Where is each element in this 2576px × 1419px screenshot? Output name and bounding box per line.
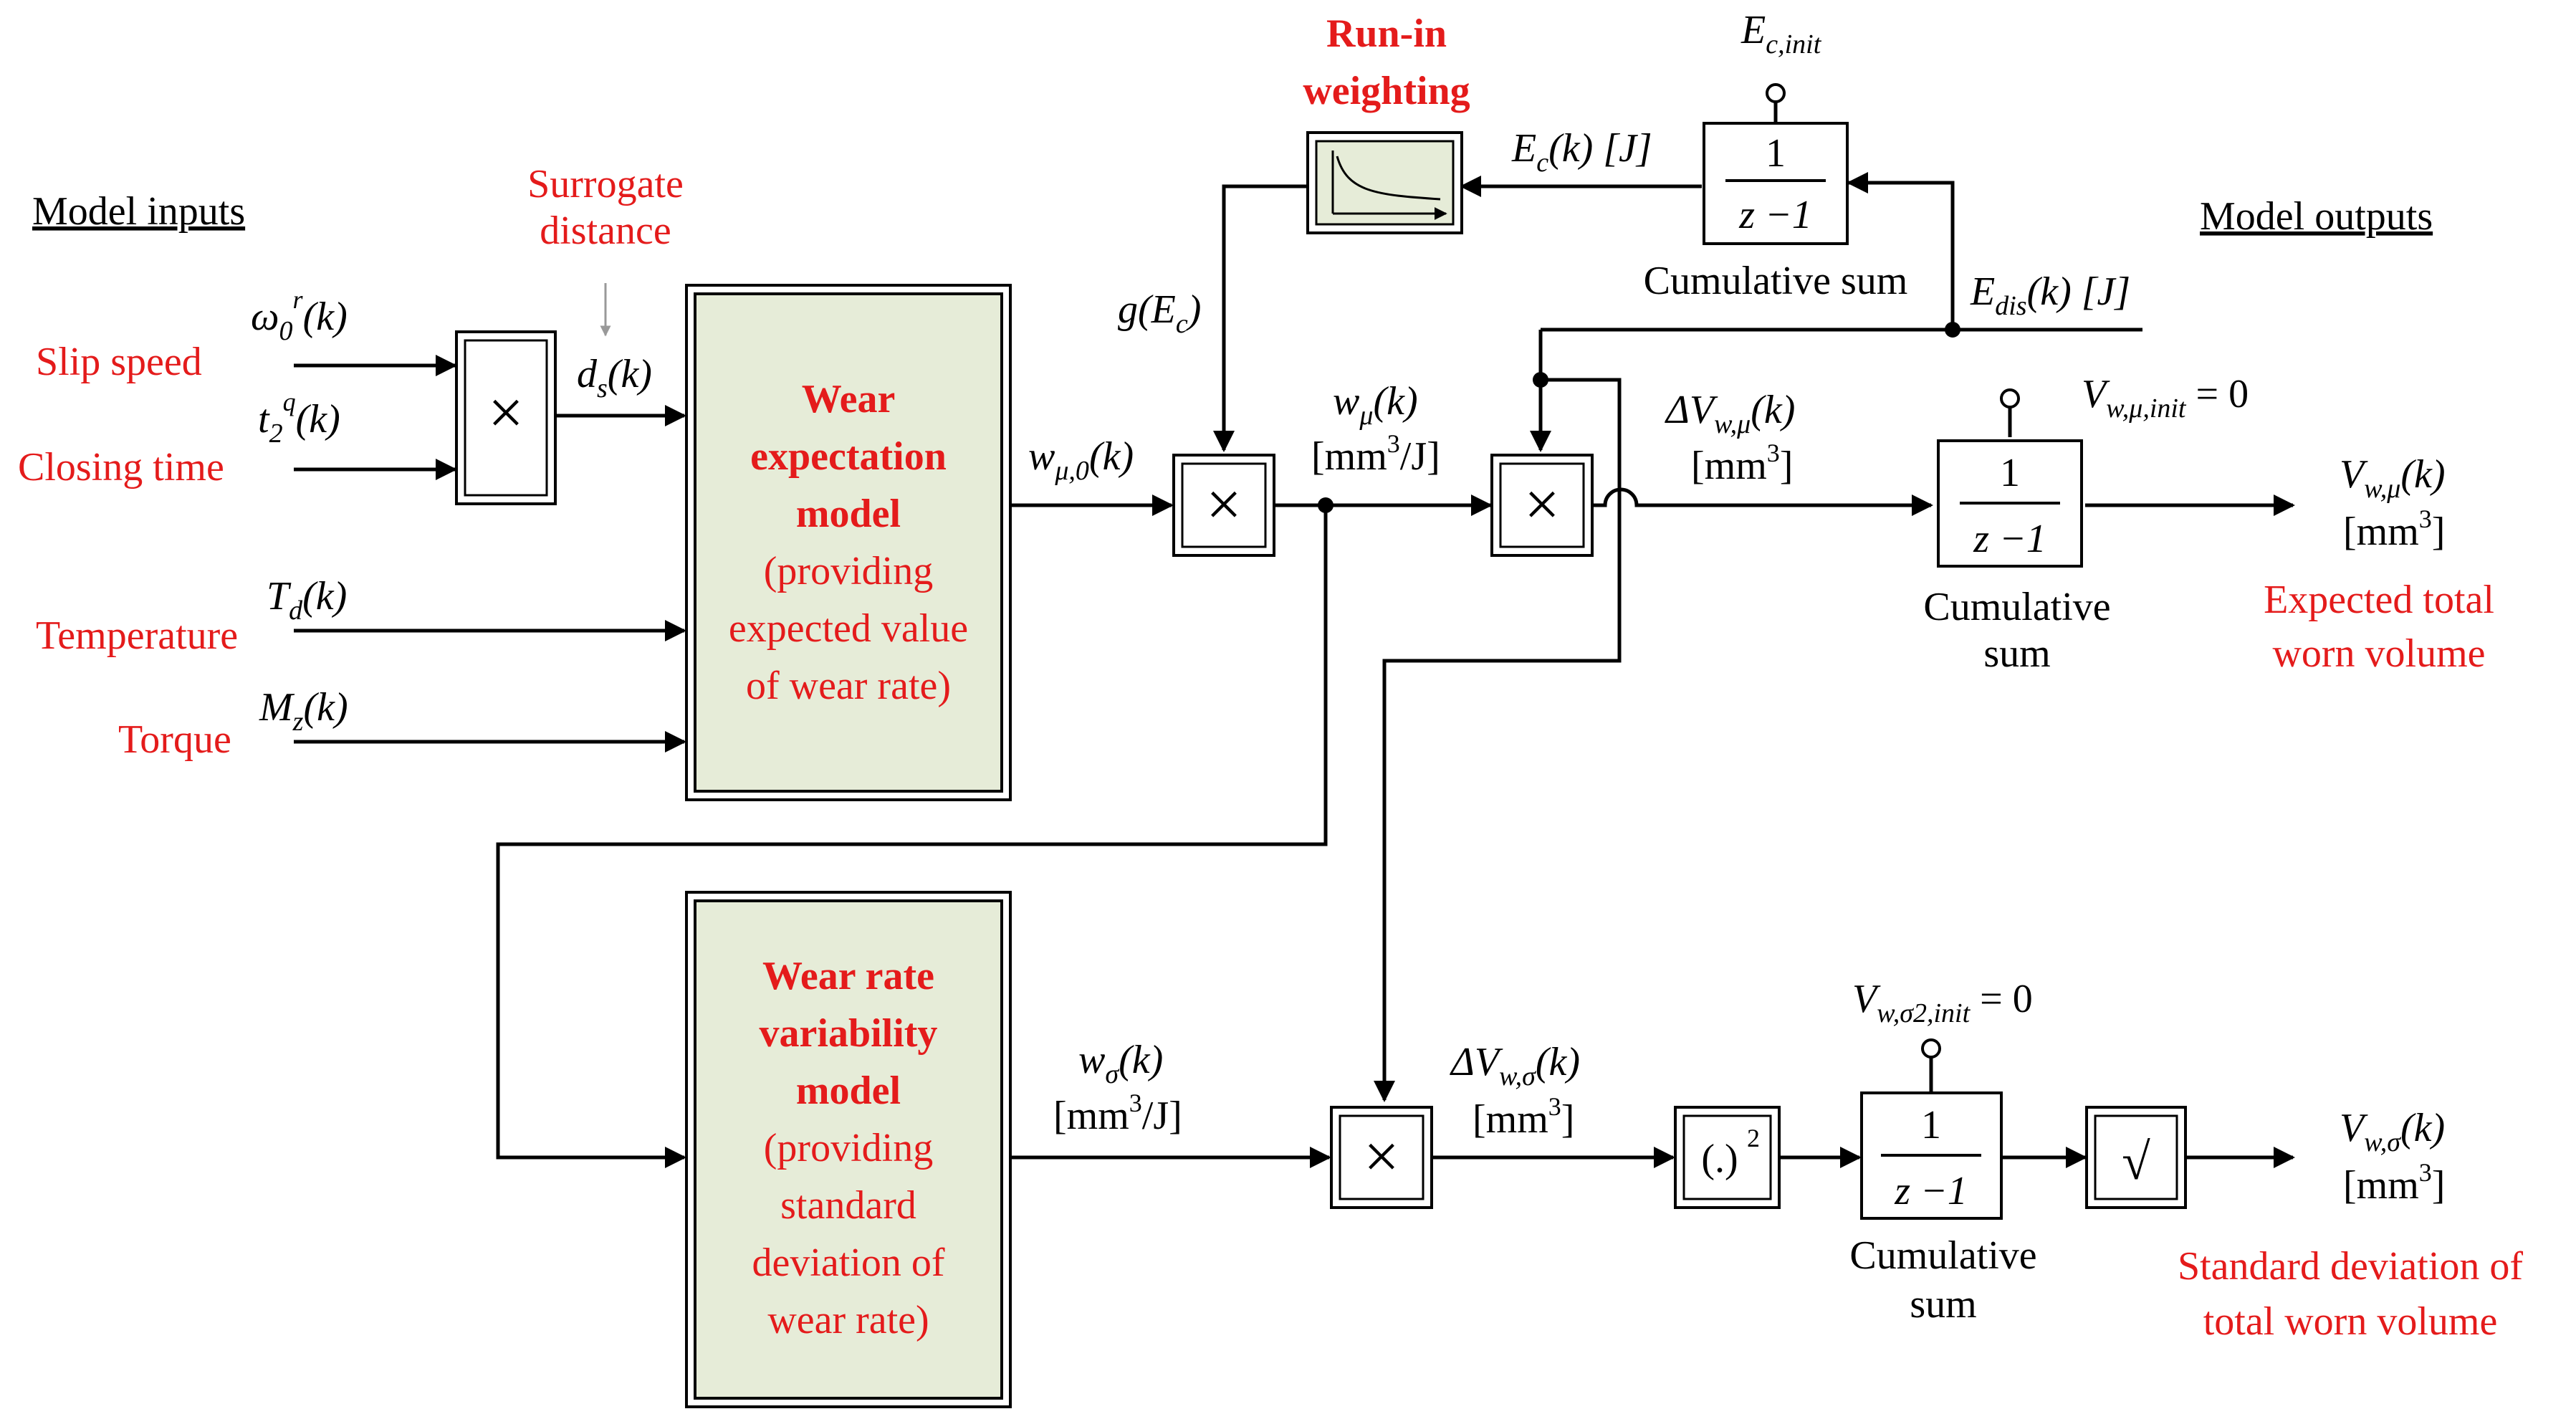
signal-dV-mu: ΔVw,μ(k): [1665, 388, 1795, 439]
signal-V-mu-init: Vw,μ,init = 0: [2082, 372, 2249, 424]
signal-dV-sigma: ΔVw,σ(k): [1450, 1040, 1580, 1091]
signal-V-mu-unit: [mm3]: [2343, 505, 2445, 554]
multiplier-block-sigma: ×: [1330, 1106, 1433, 1209]
runin-weighting-block: [1306, 131, 1463, 234]
sqrt-block: √: [2085, 1106, 2187, 1209]
mu-cumsum-caption-line1: Cumulative: [1923, 585, 2110, 629]
wear-variability-line3: model: [796, 1069, 901, 1113]
multiplier-block-energy: ×: [1490, 454, 1594, 557]
signal-Edis: Edis(k) [J]: [1970, 269, 2130, 321]
wear-variability-line7: wear rate): [767, 1298, 929, 1342]
svg-text:(.): (.): [1701, 1137, 1738, 1181]
wear-expectation-line4: (providing: [764, 549, 933, 593]
signal-V-mu-out: Vw,μ(k): [2340, 452, 2445, 504]
model-outputs-heading: Model outputs: [2200, 194, 2433, 239]
input-slip-speed: Slip speed: [36, 340, 202, 384]
wear-expectation-model-block: Wear expectation model (providing expect…: [685, 284, 1012, 801]
svg-text:1: 1: [1921, 1103, 1941, 1147]
runin-label-line2: weighting: [1303, 69, 1470, 113]
svg-text:1: 1: [2000, 451, 2020, 495]
multiply-symbol: ×: [488, 378, 524, 448]
runin-label-line1: Run-in: [1326, 11, 1447, 56]
surrogate-distance-line2: distance: [540, 209, 671, 253]
wear-variability-model-block: Wear rate variability model (providing s…: [685, 891, 1012, 1408]
model-inputs-heading: Model inputs: [32, 189, 245, 234]
signal-Ec-init: Ec,init: [1741, 8, 1822, 59]
wear-expectation-line2: expectation: [750, 434, 947, 479]
svg-text:1: 1: [1766, 131, 1786, 176]
wear-variability-line2: variability: [760, 1011, 938, 1056]
wear-variability-line6: deviation of: [752, 1241, 944, 1285]
svg-text:z −1: z −1: [1973, 517, 2046, 561]
signal-w-mu0: wμ,0(k): [1028, 434, 1134, 486]
signal-w-mu: wμ(k): [1333, 379, 1418, 431]
output-std-line1: Standard deviation of: [2178, 1244, 2523, 1289]
sigma-cumsum-caption-line2: sum: [1910, 1282, 1976, 1327]
signal-w-sigma-unit: [mm3/J]: [1053, 1089, 1182, 1138]
signal-dV-sigma-unit: [mm3]: [1473, 1092, 1574, 1142]
wires: [294, 83, 2295, 1168]
signal-w-mu-unit: [mm3/J]: [1311, 429, 1440, 479]
input-temperature: Temperature: [36, 613, 238, 658]
sigma-cumulative-sum-block: 1 z −1: [1860, 1091, 2003, 1220]
multiplier-block-inputs: ×: [455, 330, 557, 505]
multiply-symbol: ×: [1364, 1122, 1399, 1192]
square-block: (.) 2: [1674, 1106, 1781, 1209]
multiply-symbol: ×: [1206, 470, 1242, 540]
wear-variability-line5: standard: [780, 1183, 916, 1228]
sqrt-icon: √: [2122, 1133, 2150, 1190]
input-torque: Torque: [118, 717, 231, 762]
signal-w-sigma: wσ(k): [1078, 1038, 1163, 1089]
signal-Mz: Mz(k): [259, 685, 348, 737]
wear-expectation-line3: model: [796, 492, 901, 536]
mu-cumulative-sum-block: 1 z −1: [1937, 439, 2083, 568]
decay-curve-icon: [1336, 156, 1441, 201]
multiplier-block-runin: ×: [1172, 454, 1275, 557]
signal-V-sigma-init: Vw,σ2,init = 0: [1852, 977, 2033, 1028]
output-expected-line2: worn volume: [2272, 631, 2485, 676]
output-std-line2: total worn volume: [2203, 1299, 2498, 1344]
signal-dV-mu-unit: [mm3]: [1691, 439, 1793, 488]
wear-expectation-line6: of wear rate): [746, 664, 951, 708]
sigma-cumsum-caption-line1: Cumulative: [1849, 1233, 2036, 1278]
multiply-symbol: ×: [1524, 470, 1560, 540]
surrogate-distance-line1: Surrogate: [527, 162, 684, 206]
signal-Td: Td(k): [267, 574, 347, 626]
signal-omega: ω0r(k): [251, 285, 348, 346]
svg-text:z −1: z −1: [1894, 1169, 1968, 1213]
input-closing-time: Closing time: [18, 445, 224, 489]
mu-cumsum-caption-line2: sum: [1983, 631, 2050, 676]
energy-cumsum-caption: Cumulative sum: [1644, 259, 1908, 303]
wear-variability-line1: Wear rate: [762, 954, 934, 998]
energy-cumulative-sum-block: 1 z −1: [1703, 122, 1849, 245]
wear-expectation-line1: Wear: [802, 377, 896, 421]
signal-ds: ds(k): [577, 352, 652, 403]
signal-t2q: t2q(k): [258, 388, 340, 449]
output-expected-line1: Expected total: [2264, 578, 2494, 622]
signal-Ec: Ec(k) [J]: [1511, 126, 1652, 178]
svg-text:2: 2: [1747, 1124, 1760, 1152]
signal-V-sigma-unit: [mm3]: [2343, 1158, 2445, 1208]
svg-text:z −1: z −1: [1738, 193, 1812, 237]
wear-expectation-line5: expected value: [729, 606, 968, 651]
wear-variability-line4: (providing: [764, 1126, 933, 1170]
signal-g-Ec: g(Ec): [1118, 287, 1201, 339]
signal-V-sigma-out: Vw,σ(k): [2340, 1106, 2445, 1157]
